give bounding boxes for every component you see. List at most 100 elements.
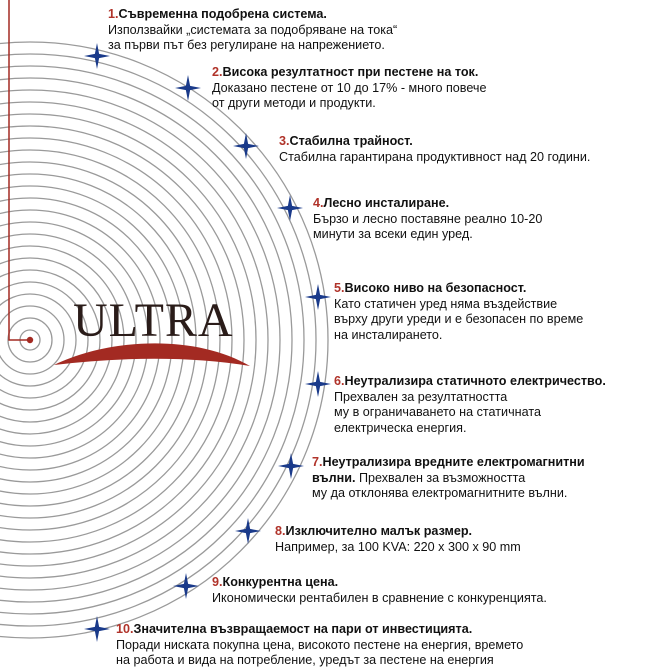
feature-title: Изключително малък размер. [285,524,473,538]
feature-description: Прехвален за резултатността [334,389,508,404]
ring [0,173,197,507]
feature-number: 2. [212,65,223,79]
feature-description: на работа и вида на потребление, уредът … [116,653,494,667]
ring [0,257,113,423]
feature-title: Стабилна трайност. [289,134,413,148]
connector-line [8,0,30,341]
feature-heading: 2.Висока резултатност при пестене на ток… [212,65,486,81]
feature-heading: 10.Значителна възвращаемост на пари от и… [116,622,523,638]
feature-number: 1. [108,7,119,21]
feature-title: Съвременна подобрена система. [118,7,327,21]
four-point-star-icon [305,371,331,397]
four-point-star-icon [84,616,110,642]
feature-heading: 4.Лесно инсталиране. [313,196,542,212]
ring [0,233,137,447]
feature-title: Лесно инсталиране. [323,196,450,210]
ring [0,305,65,375]
star-markers [84,43,331,642]
feature-description: върху други уреди и е безопасен по време [334,312,584,326]
feature-number: 9. [212,575,223,589]
ring [0,185,185,495]
ultra-logo: ULTRA [73,294,234,347]
ring [0,149,221,531]
feature-heading: 5.Високо ниво на безопасност. [334,281,583,297]
ring [0,209,161,471]
ring [0,113,257,567]
feature-title: Високо ниво на безопасност. [344,281,527,295]
feature-description: електрическа енергия. [334,420,467,435]
ring [0,41,329,639]
feature-heading: 6.Неутрализира статичното електричество. [334,374,606,390]
four-point-star-icon [305,284,331,310]
feature-number: 7. [312,455,323,469]
ring [0,281,89,399]
feature-description: Бързо и лесно поставяне реално 10-20 [313,211,543,226]
feature-description: на инсталирането. [334,327,443,342]
feature-description: Стабилна гарантирана продуктивност над 2… [279,149,591,164]
feature-number: 4. [313,196,324,210]
feature-description: Използвайки „системата за подобряване на… [108,22,398,37]
ring [0,269,101,411]
feature-title: Неутрализира статичното електричество. [344,374,606,388]
feature-description: Прехвален за възможността [358,470,526,485]
ring [0,221,149,459]
four-point-star-icon [277,195,303,221]
feature-description: минути за всеки един уред. [313,227,473,241]
four-point-star-icon [173,573,199,599]
feature-title: Висока резултатност при пестене на ток. [222,65,479,79]
feature-description: Например, за 100 KVA: 220 x 300 x 90 mm [275,539,521,554]
feature-number: 8. [275,524,286,538]
four-point-star-icon [278,453,304,479]
feature-item: 10.Значителна възвращаемост на пари от и… [116,622,523,669]
feature-item: 5.Високо ниво на безопасност.Като статич… [334,281,583,343]
feature-number: 6. [334,374,345,388]
feature-description: Като статичен уред няма въздействие [334,296,558,311]
four-point-star-icon [175,75,201,101]
ring [7,317,53,363]
feature-number: 3. [279,134,290,148]
ring [0,77,293,603]
feature-heading: 1.Съвременна подобрена система. [108,7,397,23]
ring [0,137,233,543]
four-point-star-icon [235,518,261,544]
ring [0,89,281,591]
feature-description: Поради ниската покупна цена, високото пе… [116,637,524,652]
ring [0,53,317,627]
ring [0,245,125,435]
four-point-star-icon [233,133,259,159]
feature-item: 3.Стабилна трайност.Стабилна гарантирана… [279,134,590,165]
feature-heading: 8.Изключително малък размер. [275,524,521,540]
feature-item: 6.Неутрализира статичното електричество.… [334,374,606,436]
logo-swoosh [54,343,250,366]
feature-description: за първи път без регулиране на напрежени… [108,38,385,52]
connector-dot [26,336,34,344]
feature-description: Доказано пестене от 10 до 17% - много по… [212,80,487,95]
feature-item: 4.Лесно инсталиране.Бързо и лесно постав… [313,196,542,243]
feature-title: Значителна възвращаемост на пари от инве… [133,622,473,636]
feature-title: Неутрализира вредните електромагнитни [322,455,585,469]
feature-description: му в ограничаването на статичната [334,405,541,419]
feature-item: 9.Конкурентна цена.Икономически рентабил… [212,575,547,606]
four-point-star-icon [84,43,110,69]
ring [0,161,209,519]
ring [0,197,173,483]
feature-description: Икономически рентабилен в сравнение с ко… [212,590,547,605]
feature-item: 8.Изключително малък размер.Например, за… [275,524,521,555]
feature-number: 10. [116,622,134,636]
feature-title: Конкурентна цена. [222,575,339,589]
feature-item: 1.Съвременна подобрена система.Използвай… [108,7,397,54]
feature-heading: 9.Конкурентна цена. [212,575,547,591]
feature-description: му да отклонява електромагнитните вълни. [312,486,568,500]
ripple-rings [0,41,329,639]
ring [0,293,77,387]
feature-description: от други методи и продукти. [212,96,376,110]
ring [0,125,245,555]
feature-number: 5. [334,281,345,295]
feature-item: 2.Висока резултатност при пестене на ток… [212,65,486,112]
feature-title-continued: вълни. Прехвален за възможността [312,470,526,485]
feature-heading: 3.Стабилна трайност. [279,134,590,150]
ring [0,101,269,579]
ring [0,65,305,615]
